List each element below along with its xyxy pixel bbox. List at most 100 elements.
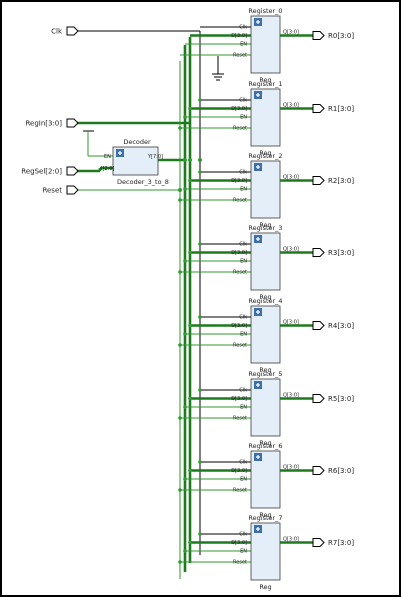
register-pin-q: Q[3:0]	[283, 247, 299, 253]
output-label: R3[3:0]	[328, 249, 354, 257]
junction-dot	[178, 188, 182, 192]
junction-dot	[198, 388, 202, 392]
plus-glyph-icon	[256, 20, 260, 24]
output-label: R4[3:0]	[328, 322, 354, 330]
junction-dot	[188, 396, 192, 401]
input-port-reset[interactable]: Reset	[42, 185, 79, 195]
register-pin-reset: Reset	[233, 198, 247, 204]
register-pin-d: D[3:0]	[231, 106, 247, 112]
register-pin-d: D[3:0]	[231, 396, 247, 402]
register-pin-en: EN	[240, 477, 247, 483]
input-port-regsel[interactable]: RegSel[2:0]	[21, 166, 79, 176]
output-port-4[interactable]: R4[3:0]	[312, 321, 354, 331]
register-pin-en: EN	[240, 115, 247, 121]
register-pin-clk: Clk	[239, 170, 247, 176]
register-instance-label: Register_0	[248, 7, 282, 15]
register-pin-en: EN	[240, 187, 247, 193]
junction-dot	[188, 468, 192, 473]
register-instance-label: Register_2	[248, 152, 282, 160]
register-module-label: Reg	[259, 76, 271, 84]
decoder-pin-y: Y[7:0]	[147, 154, 163, 160]
register-block-2[interactable]: Register_2ClkD[3:0]ENResetQ[3:0]RegR2[3:…	[178, 152, 354, 229]
register-module-label: Reg	[259, 583, 271, 591]
register-pin-q: Q[3:0]	[283, 320, 299, 326]
junction-dot	[183, 477, 187, 481]
plus-glyph-icon	[256, 237, 260, 241]
register-instance-label: Register_7	[248, 514, 282, 522]
junction-dot	[183, 259, 187, 263]
junction-dot	[178, 488, 182, 492]
register-pin-clk: Clk	[239, 242, 247, 248]
output-port-icon	[312, 466, 325, 475]
junction-dot	[188, 158, 192, 162]
output-port-icon	[312, 104, 325, 113]
register-module-label: Reg	[259, 149, 271, 157]
register-pin-q: Q[3:0]	[283, 393, 299, 399]
input-port-icon	[66, 26, 79, 36]
register-block-5[interactable]: Register_5ClkD[3:0]ENResetQ[3:0]RegR5[3:…	[178, 370, 354, 447]
output-port-5[interactable]: R5[3:0]	[312, 394, 354, 404]
output-port-0[interactable]: R0[3:0]	[312, 31, 354, 41]
output-port-1[interactable]: R1[3:0]	[312, 104, 354, 114]
decoder-block[interactable]: Decoder EN I[2:0] Y[7:0] Decoder_3_to_8	[101, 138, 169, 186]
junction-dot	[198, 170, 202, 174]
output-port-icon	[312, 394, 325, 403]
junction-dot	[178, 198, 182, 202]
output-port-3[interactable]: R3[3:0]	[312, 248, 354, 258]
junction-dot	[183, 187, 187, 191]
register-pin-reset: Reset	[233, 270, 247, 276]
register-block-7[interactable]: Register_7ClkD[3:0]ENResetQ[3:0]RegR7[3:…	[178, 514, 354, 591]
input-port-icon	[66, 166, 79, 176]
junction-dot	[188, 106, 192, 111]
register-module-label: Reg	[259, 511, 271, 519]
junction-dot	[188, 178, 192, 183]
register-body	[250, 88, 281, 147]
output-label: R2[3:0]	[328, 177, 354, 185]
decoder-pin-i: I[2:0]	[101, 166, 114, 172]
register-pin-reset: Reset	[233, 560, 247, 566]
register-pin-q: Q[3:0]	[283, 465, 299, 471]
junction-dot	[198, 315, 202, 319]
output-port-2[interactable]: R2[3:0]	[312, 176, 354, 186]
plus-glyph-icon	[118, 151, 122, 155]
junction-dot	[198, 532, 202, 536]
input-port-regin[interactable]: RegIn[3:0]	[25, 118, 79, 128]
register-instance-label: Register_3	[248, 224, 282, 232]
junction-dot	[188, 323, 192, 328]
plus-glyph-icon	[256, 527, 260, 531]
register-pin-d: D[3:0]	[231, 178, 247, 184]
output-label: R1[3:0]	[328, 105, 354, 113]
junction-dot	[183, 332, 187, 336]
register-block-3[interactable]: Register_3ClkD[3:0]ENResetQ[3:0]RegR3[3:…	[178, 224, 354, 301]
input-port-icon	[66, 185, 79, 195]
register-pin-en: EN	[240, 549, 247, 555]
register-module-label: Reg	[259, 439, 271, 447]
register-pin-d: D[3:0]	[231, 323, 247, 329]
register-pin-en: EN	[240, 42, 247, 48]
register-pin-reset: Reset	[233, 343, 247, 349]
decoder-instance-label: Decoder	[123, 138, 151, 146]
decoder-module-label: Decoder_3_to_8	[117, 178, 169, 186]
output-port-icon	[312, 248, 325, 257]
input-port-clk[interactable]: Clk	[51, 26, 79, 36]
register-block-0[interactable]: Register_0ClkD[3:0]ENResetQ[3:0]RegR0[3:…	[180, 7, 354, 84]
junction-dot	[188, 250, 192, 255]
output-port-7[interactable]: R7[3:0]	[312, 538, 354, 548]
output-port-icon	[312, 321, 325, 330]
register-pin-clk: Clk	[239, 25, 247, 31]
register-pin-clk: Clk	[239, 98, 247, 104]
junction-dot	[178, 416, 182, 420]
register-module-label: Reg	[259, 293, 271, 301]
register-block-6[interactable]: Register_6ClkD[3:0]ENResetQ[3:0]RegR6[3:…	[178, 442, 354, 519]
register-block-1[interactable]: Register_1ClkD[3:0]ENResetQ[3:0]RegR1[3:…	[178, 80, 354, 157]
register-pin-q: Q[3:0]	[283, 537, 299, 543]
plus-glyph-icon	[256, 165, 260, 169]
plus-glyph-icon	[256, 93, 260, 97]
register-block-4[interactable]: Register_4ClkD[3:0]ENResetQ[3:0]RegR4[3:…	[178, 297, 354, 374]
output-port-6[interactable]: R6[3:0]	[312, 466, 354, 476]
output-port-icon	[312, 538, 325, 547]
output-label: R5[3:0]	[328, 395, 354, 403]
plus-glyph-icon	[256, 310, 260, 314]
junction-dot	[188, 540, 192, 545]
